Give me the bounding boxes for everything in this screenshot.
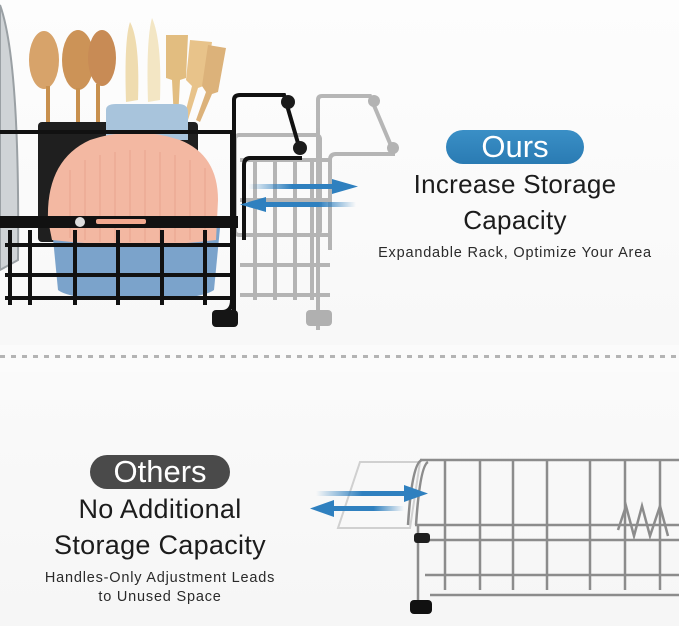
ghost-knob-icon xyxy=(387,142,399,154)
double-horizontal-arrows-icon xyxy=(240,179,358,212)
knob-icon xyxy=(281,95,295,109)
others-badge: Others xyxy=(90,455,230,489)
others-panel xyxy=(0,372,679,626)
rack-foot-icon xyxy=(410,600,432,614)
plate-icon xyxy=(0,4,20,272)
ghost-foot-icon xyxy=(306,310,332,326)
ours-badge: Ours xyxy=(446,130,584,164)
ours-headline-line2: Capacity xyxy=(463,205,567,235)
others-headline-line1: No Additional xyxy=(78,494,242,524)
others-label-block: Others No Additional Storage Capacity Ha… xyxy=(20,455,300,607)
screw-icon xyxy=(75,217,85,227)
others-subtext-line2: to Unused Space xyxy=(98,589,222,605)
ours-headline-line1: Increase Storage xyxy=(413,169,617,199)
ghost-knob-icon xyxy=(368,95,380,107)
double-horizontal-arrows-icon xyxy=(310,485,428,517)
ours-rack-illustration xyxy=(0,4,399,330)
others-subtext-line1: Handles-Only Adjustment Leads xyxy=(44,570,276,586)
others-headline-line2: Storage Capacity xyxy=(54,530,266,560)
ours-label-block: Ours Increase Storage Capacity Expandabl… xyxy=(360,130,670,263)
ours-subtext: Expandable Rack, Optimize Your Area xyxy=(378,245,652,261)
others-rack-illustration xyxy=(310,458,679,614)
rack-clip-icon xyxy=(414,533,430,543)
dashed-divider xyxy=(0,355,679,358)
utensils-icon xyxy=(29,18,226,128)
rack-foot-icon xyxy=(212,310,238,327)
knob-icon xyxy=(293,141,307,155)
